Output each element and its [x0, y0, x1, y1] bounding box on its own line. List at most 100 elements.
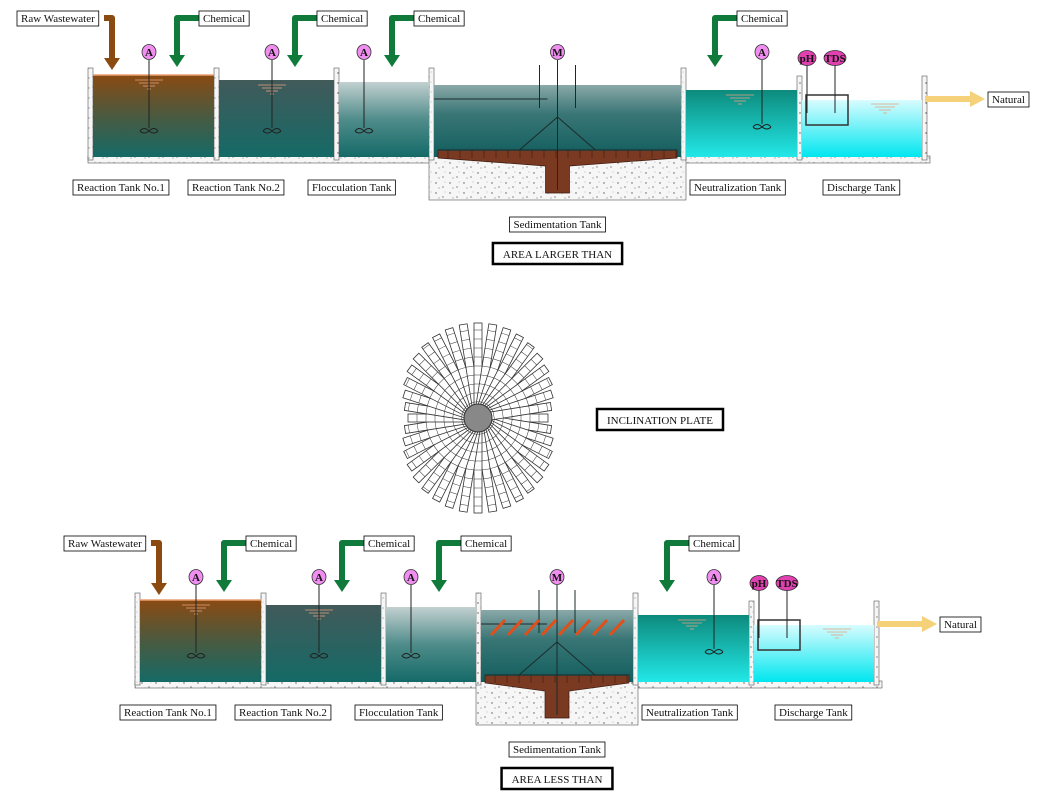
chemical-arrow-1-head: [216, 580, 232, 592]
natural-outflow-arrow: [877, 616, 937, 632]
chemical-arrow-2: [339, 540, 364, 580]
chemical-arrow-2: [292, 15, 317, 55]
raw-wastewater-arrow-head: [151, 583, 167, 595]
agitator-a-4: A: [706, 569, 722, 585]
chemical-arrow-4-head: [707, 55, 723, 67]
sedimentation-tank-label: Sedimentation Tank: [509, 216, 606, 233]
chemical-label-1: Chemical: [245, 535, 297, 552]
ph-sensor: pH: [797, 50, 817, 66]
reaction-tank-2-label: Reaction Tank No.2: [187, 179, 285, 196]
tds-sensor: TDS: [823, 50, 847, 66]
chemical-label-2-text: Chemical: [321, 13, 363, 25]
inclined-plate: [608, 618, 626, 637]
tank-wall: [134, 592, 141, 686]
chemical-arrow-2-head: [334, 580, 350, 592]
chemical-label-4: Chemical: [688, 535, 740, 552]
inclination-plate-drawing: INCLINATION PLATE: [402, 322, 725, 514]
neutralization-tank-water: [686, 90, 797, 157]
tank-wall: [213, 67, 220, 161]
svg-text:TDS: TDS: [776, 578, 797, 590]
agitator-a-2: A: [264, 44, 280, 60]
discharge-tank-label: Discharge Tank: [774, 704, 853, 721]
chemical-arrow-3: [389, 15, 414, 55]
neutralization-tank-label-text: Neutralization Tank: [646, 707, 734, 719]
inclined-plate: [540, 618, 558, 637]
chemical-arrow-3-head: [431, 580, 447, 592]
inclined-plate: [591, 618, 609, 637]
chemical-arrow-1-head: [169, 55, 185, 67]
neutralization-tank-water: [638, 615, 749, 682]
natural-outflow-arrow: [925, 91, 985, 107]
reaction-tank-2-label: Reaction Tank No.2: [234, 704, 332, 721]
tank-wall: [380, 592, 387, 686]
svg-text:A: A: [360, 47, 368, 59]
svg-text:A: A: [710, 572, 718, 584]
chemical-label-3: Chemical: [413, 10, 465, 27]
discharge-tank-label-text: Discharge Tank: [779, 707, 848, 719]
chemical-arrow-1: [174, 15, 199, 55]
inclined-plate: [489, 618, 507, 637]
raw-wastewater-label: Raw Wastewater: [16, 10, 100, 27]
inclined-plate: [506, 618, 524, 637]
chemical-label-3-text: Chemical: [418, 13, 460, 25]
inclined-plate: [557, 618, 575, 637]
flocculation-tank-water: [386, 607, 476, 682]
chemical-label-4: Chemical: [736, 10, 788, 27]
svg-text:M: M: [552, 572, 563, 584]
discharge-tank-water: [802, 100, 922, 157]
impeller-icon: [704, 649, 724, 655]
agitator-a-4: A: [754, 44, 770, 60]
tank-wall: [873, 600, 880, 686]
raw-wastewater-label-text: Raw Wastewater: [68, 538, 142, 550]
raw-wastewater-arrow: [104, 15, 115, 58]
reaction-tank-1-label-text: Reaction Tank No.1: [124, 707, 212, 719]
svg-text:A: A: [758, 47, 766, 59]
tds-sensor: TDS: [775, 575, 799, 591]
raw-wastewater-arrow-head: [104, 58, 120, 70]
chemical-label-3-text: Chemical: [465, 538, 507, 550]
reaction-tank-2-water: [219, 80, 334, 157]
sedimentation-tank-label-text: Sedimentation Tank: [513, 744, 601, 756]
sedimentation-tank-label: Sedimentation Tank: [508, 741, 606, 758]
area-caption-text: AREA LESS THAN: [512, 774, 603, 786]
svg-text:pH: pH: [800, 53, 815, 65]
reaction-tank-1-water: [140, 600, 261, 682]
reaction-tank-2-water: [266, 605, 381, 682]
area-caption: AREA LESS THAN: [500, 766, 614, 791]
natural-label: Natural: [939, 616, 982, 633]
impeller-icon: [354, 128, 374, 134]
inclined-plate: [523, 618, 541, 637]
chemical-arrow-4: [664, 540, 689, 580]
tank-wall: [748, 600, 755, 686]
tank-wall: [796, 75, 803, 161]
sedimentation-tank-label-text: Sedimentation Tank: [514, 219, 602, 231]
natural-label-text: Natural: [992, 94, 1025, 106]
svg-text:TDS: TDS: [824, 53, 845, 65]
area-caption: AREA LARGER THAN: [491, 241, 624, 266]
chemical-label-1-text: Chemical: [250, 538, 292, 550]
flocculation-tank-label: Flocculation Tank: [354, 704, 443, 721]
raw-wastewater-label: Raw Wastewater: [63, 535, 147, 552]
chemical-arrow-3: [436, 540, 461, 580]
chemical-label-2: Chemical: [316, 10, 368, 27]
chemical-label-2-text: Chemical: [368, 538, 410, 550]
chemical-arrow-1: [221, 540, 246, 580]
agitator-a-3: A: [356, 44, 372, 60]
chemical-arrow-4: [712, 15, 737, 55]
svg-text:A: A: [268, 47, 276, 59]
chemical-label-2: Chemical: [363, 535, 415, 552]
raw-wastewater-arrow: [151, 540, 162, 583]
svg-text:A: A: [315, 572, 323, 584]
sensor-chamber: [757, 619, 801, 651]
discharge-tank-label-text: Discharge Tank: [827, 182, 896, 194]
impeller-icon: [186, 653, 206, 659]
reaction-tank-1-label: Reaction Tank No.1: [119, 704, 217, 721]
inclination-plate-caption-text: INCLINATION PLATE: [607, 415, 713, 427]
tank-wall: [680, 67, 687, 161]
reaction-tank-1-water: [93, 75, 214, 157]
chemical-label-4-text: Chemical: [693, 538, 735, 550]
tank-wall: [260, 592, 267, 686]
